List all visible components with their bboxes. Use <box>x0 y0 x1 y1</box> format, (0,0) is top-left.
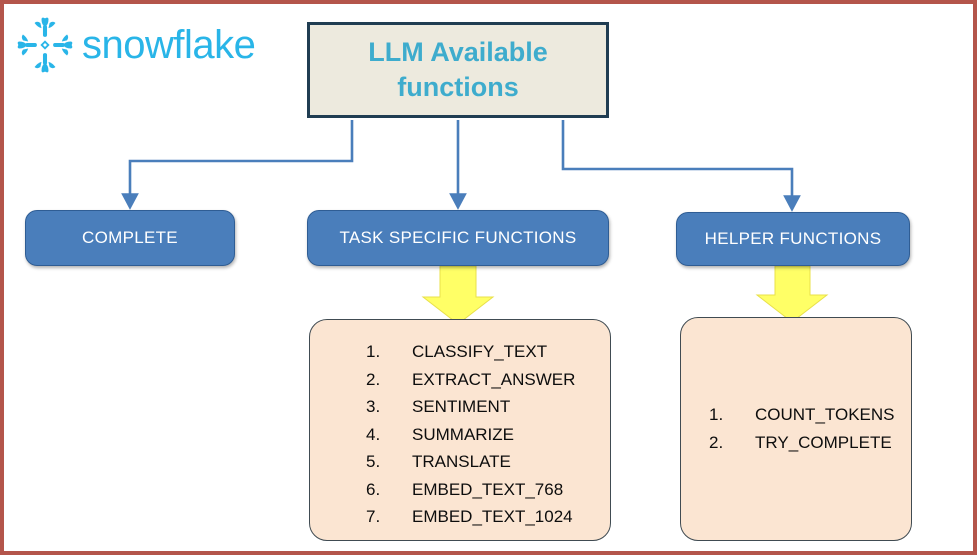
list-item-number: 3. <box>366 397 381 417</box>
list-item-number: 1. <box>709 405 724 425</box>
list-item-label: EMBED_TEXT_768 <box>412 479 564 499</box>
list-item-label: COUNT_TOKENS <box>755 405 895 425</box>
list-item: 4. SUMMARIZE <box>366 421 610 449</box>
panel-task-functions: 1. CLASSIFY_TEXT 2. EXTRACT_ANSWER 3. SENTI… <box>309 319 611 541</box>
list-item-number: 1. <box>366 342 381 361</box>
block-arrow-task <box>421 265 495 325</box>
list-item-number: 4. <box>366 424 381 444</box>
list-item-label: EXTRACT_ANSWER <box>412 369 576 389</box>
list-item-label: TRANSLATE <box>412 452 511 472</box>
node-complete[interactable]: COMPLETE <box>25 210 235 266</box>
list-item-number: 2. <box>366 369 381 389</box>
title-box: LLM Available functions <box>307 22 609 118</box>
list-item: 2. EXTRACT_ANSWER <box>366 366 610 394</box>
panel-helper-functions: 1. COUNT_TOKENS 2. TRY_COMPLETE <box>680 317 912 541</box>
snowflake-logo: snowflake <box>14 16 256 74</box>
list-item: 1. COUNT_TOKENS <box>709 401 895 429</box>
connector-title-to-complete <box>121 120 354 210</box>
connector-title-to-helper <box>561 120 801 212</box>
block-arrow-helper <box>755 265 829 323</box>
list-item-number: 6. <box>366 479 381 499</box>
node-helper-functions[interactable]: HELPER FUNCTIONS <box>676 212 910 266</box>
snowflake-icon <box>17 17 73 73</box>
list-item: 3. SENTIMENT <box>366 393 610 421</box>
node-task-specific-functions[interactable]: TASK SPECIFIC FUNCTIONS <box>307 210 609 266</box>
list-item-label: SUMMARIZE <box>412 424 514 444</box>
list-item-label: EMBED_TEXT_1024 <box>412 507 573 527</box>
helper-function-list: 1. COUNT_TOKENS 2. TRY_COMPLETE <box>681 401 895 456</box>
helper-list-wrapper: 1. COUNT_TOKENS 2. TRY_COMPLETE <box>681 318 911 540</box>
list-item: 5. TRANSLATE <box>366 448 610 476</box>
title-line-2: functions <box>397 72 519 102</box>
list-item-number: 7. <box>366 507 381 527</box>
node-helper-label: HELPER FUNCTIONS <box>704 229 882 248</box>
list-item: 1. CLASSIFY_TEXT <box>366 338 610 366</box>
snowflake-wordmark: snowflake <box>82 23 256 67</box>
list-item: 2. TRY_COMPLETE <box>709 429 895 457</box>
node-complete-label: COMPLETE <box>82 228 178 247</box>
list-item: 6. EMBED_TEXT_768 <box>366 476 610 504</box>
list-item-label: CLASSIFY_TEXT <box>412 342 548 361</box>
list-item-number: 2. <box>709 433 724 452</box>
node-task-label: TASK SPECIFIC FUNCTIONS <box>339 228 577 247</box>
page-title: LLM Available functions <box>358 35 558 104</box>
list-item-number: 5. <box>366 452 381 472</box>
title-line-1: LLM Available <box>368 37 548 68</box>
list-item-label: TRY_COMPLETE <box>755 433 892 452</box>
list-item: 7. EMBED_TEXT_1024 <box>366 503 610 531</box>
task-function-list: 1. CLASSIFY_TEXT 2. EXTRACT_ANSWER 3. SENTI… <box>310 320 610 531</box>
list-item-label: SENTIMENT <box>412 397 511 417</box>
